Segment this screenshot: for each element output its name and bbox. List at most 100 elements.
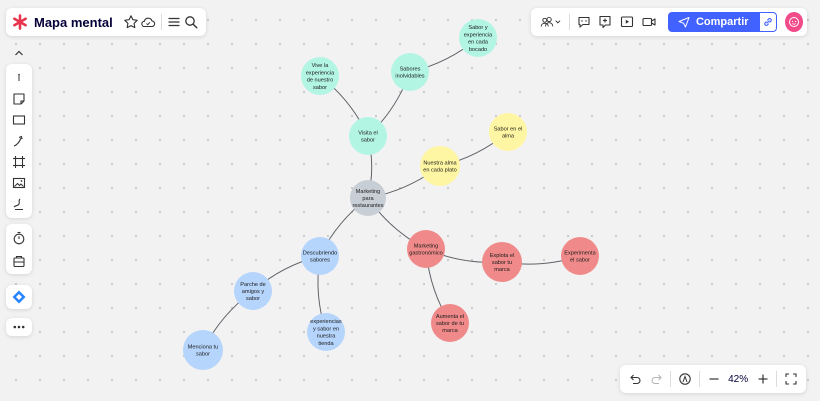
node-label-line: Sabor y xyxy=(468,25,487,31)
sticky-note-icon[interactable] xyxy=(8,89,30,109)
help-icon[interactable] xyxy=(674,367,696,391)
send-icon xyxy=(678,17,690,28)
node-label: Sabores inolvidables xyxy=(395,66,424,79)
collaboration-toolbar: Compartir xyxy=(531,8,807,36)
image-upload-icon[interactable] xyxy=(8,173,30,193)
star-icon[interactable] xyxy=(123,10,140,34)
zoom-toolbar: 42% xyxy=(620,365,806,393)
jira-icon[interactable] xyxy=(7,285,31,309)
jira-integration xyxy=(6,285,32,309)
share-button-label: Compartir xyxy=(695,16,749,28)
cloud-icon[interactable] xyxy=(140,10,157,34)
node-label-line: en cada xyxy=(468,40,489,46)
node-label-line: alma xyxy=(502,134,515,140)
zoom-out-icon[interactable] xyxy=(703,367,725,391)
node-label-line: marca xyxy=(442,328,458,334)
connector-tool-icon[interactable] xyxy=(8,131,30,151)
shape-tool-icon[interactable] xyxy=(8,110,30,130)
timer-icon[interactable] xyxy=(8,228,30,248)
menu-icon[interactable] xyxy=(166,10,183,34)
node-label-line: para xyxy=(362,196,374,202)
node-label-line: Sabores xyxy=(400,66,421,72)
copy-link-button[interactable] xyxy=(758,12,777,32)
mindmap-node-sabores[interactable]: Sabores inolvidables xyxy=(391,53,429,91)
divider xyxy=(698,371,700,387)
node-label-line: gastronómico xyxy=(409,251,443,257)
node-label-line: Marketing xyxy=(414,243,439,249)
select-tool-icon[interactable] xyxy=(8,68,30,88)
share-button[interactable]: Compartir xyxy=(667,12,759,32)
collapse-toolbar-button[interactable] xyxy=(6,42,32,64)
link-icon xyxy=(763,18,772,26)
more-icon[interactable] xyxy=(7,315,31,339)
zoom-in-icon[interactable] xyxy=(752,367,774,391)
node-label-line: experiencia xyxy=(464,32,493,38)
node-label-line: sabor de tu xyxy=(436,321,464,327)
node-label-line: en cada plato xyxy=(423,168,457,174)
node-label-line: experiencias xyxy=(310,319,342,325)
zoom-level[interactable]: 42% xyxy=(728,373,749,385)
video-call-icon[interactable] xyxy=(638,10,660,34)
node-label-line: bocado xyxy=(469,47,487,53)
node-circle xyxy=(350,180,386,216)
avatar[interactable] xyxy=(784,12,804,32)
node-label-line: sabor xyxy=(313,85,327,91)
node-label-line: inolvidables xyxy=(395,74,424,80)
collaborators-icon[interactable] xyxy=(535,10,566,34)
presentation-icon[interactable] xyxy=(616,10,638,34)
node-label-line: Visita el xyxy=(358,130,378,136)
node-label-line: amigos y xyxy=(242,289,265,295)
search-icon[interactable] xyxy=(183,10,200,34)
pen-tool-icon[interactable] xyxy=(8,193,30,213)
mindmap-node-descubriendo[interactable]: Descubriendo sabores xyxy=(301,237,339,275)
comment-icon[interactable] xyxy=(595,10,617,34)
mindmap-node-saboralma[interactable]: Sabor en el alma xyxy=(489,113,527,151)
fit-to-screen-icon[interactable] xyxy=(780,367,802,391)
node-label-line: y sabor en xyxy=(313,326,339,332)
reactions-icon[interactable] xyxy=(573,10,595,34)
mindmap-node-mktg[interactable]: Marketing gastronómico xyxy=(407,230,445,268)
miro-logo-icon[interactable] xyxy=(12,11,28,33)
node-label-line: Marketing xyxy=(356,189,381,195)
node-label: Marketing gastronómico xyxy=(409,243,443,256)
node-circle xyxy=(420,146,460,186)
node-label: Sabor en el alma xyxy=(494,126,523,139)
node-label-line: Parche de xyxy=(240,282,266,288)
node-label-line: sabor xyxy=(246,296,260,302)
node-label-line: sabores xyxy=(310,258,330,264)
apps-icon[interactable] xyxy=(8,251,30,271)
more-tools xyxy=(6,318,32,336)
divider xyxy=(568,14,570,30)
board-title[interactable]: Mapa mental xyxy=(34,14,113,30)
node-label-line: Descubriendo xyxy=(303,250,338,256)
node-label-line: Explota el xyxy=(490,253,515,259)
chevron-up-icon xyxy=(15,50,23,56)
node-label-line: Vive la xyxy=(312,63,330,69)
redo-icon[interactable] xyxy=(646,367,668,391)
undo-icon[interactable] xyxy=(624,367,646,391)
node-circle xyxy=(391,53,429,91)
node-circle xyxy=(349,117,387,155)
node-circle xyxy=(234,272,272,310)
node-label-line: Aumenta el xyxy=(436,314,464,320)
frame-tool-icon[interactable] xyxy=(8,152,30,172)
node-label-line: Sabor en el xyxy=(494,126,523,132)
node-label-line: de nuestro xyxy=(307,78,333,84)
